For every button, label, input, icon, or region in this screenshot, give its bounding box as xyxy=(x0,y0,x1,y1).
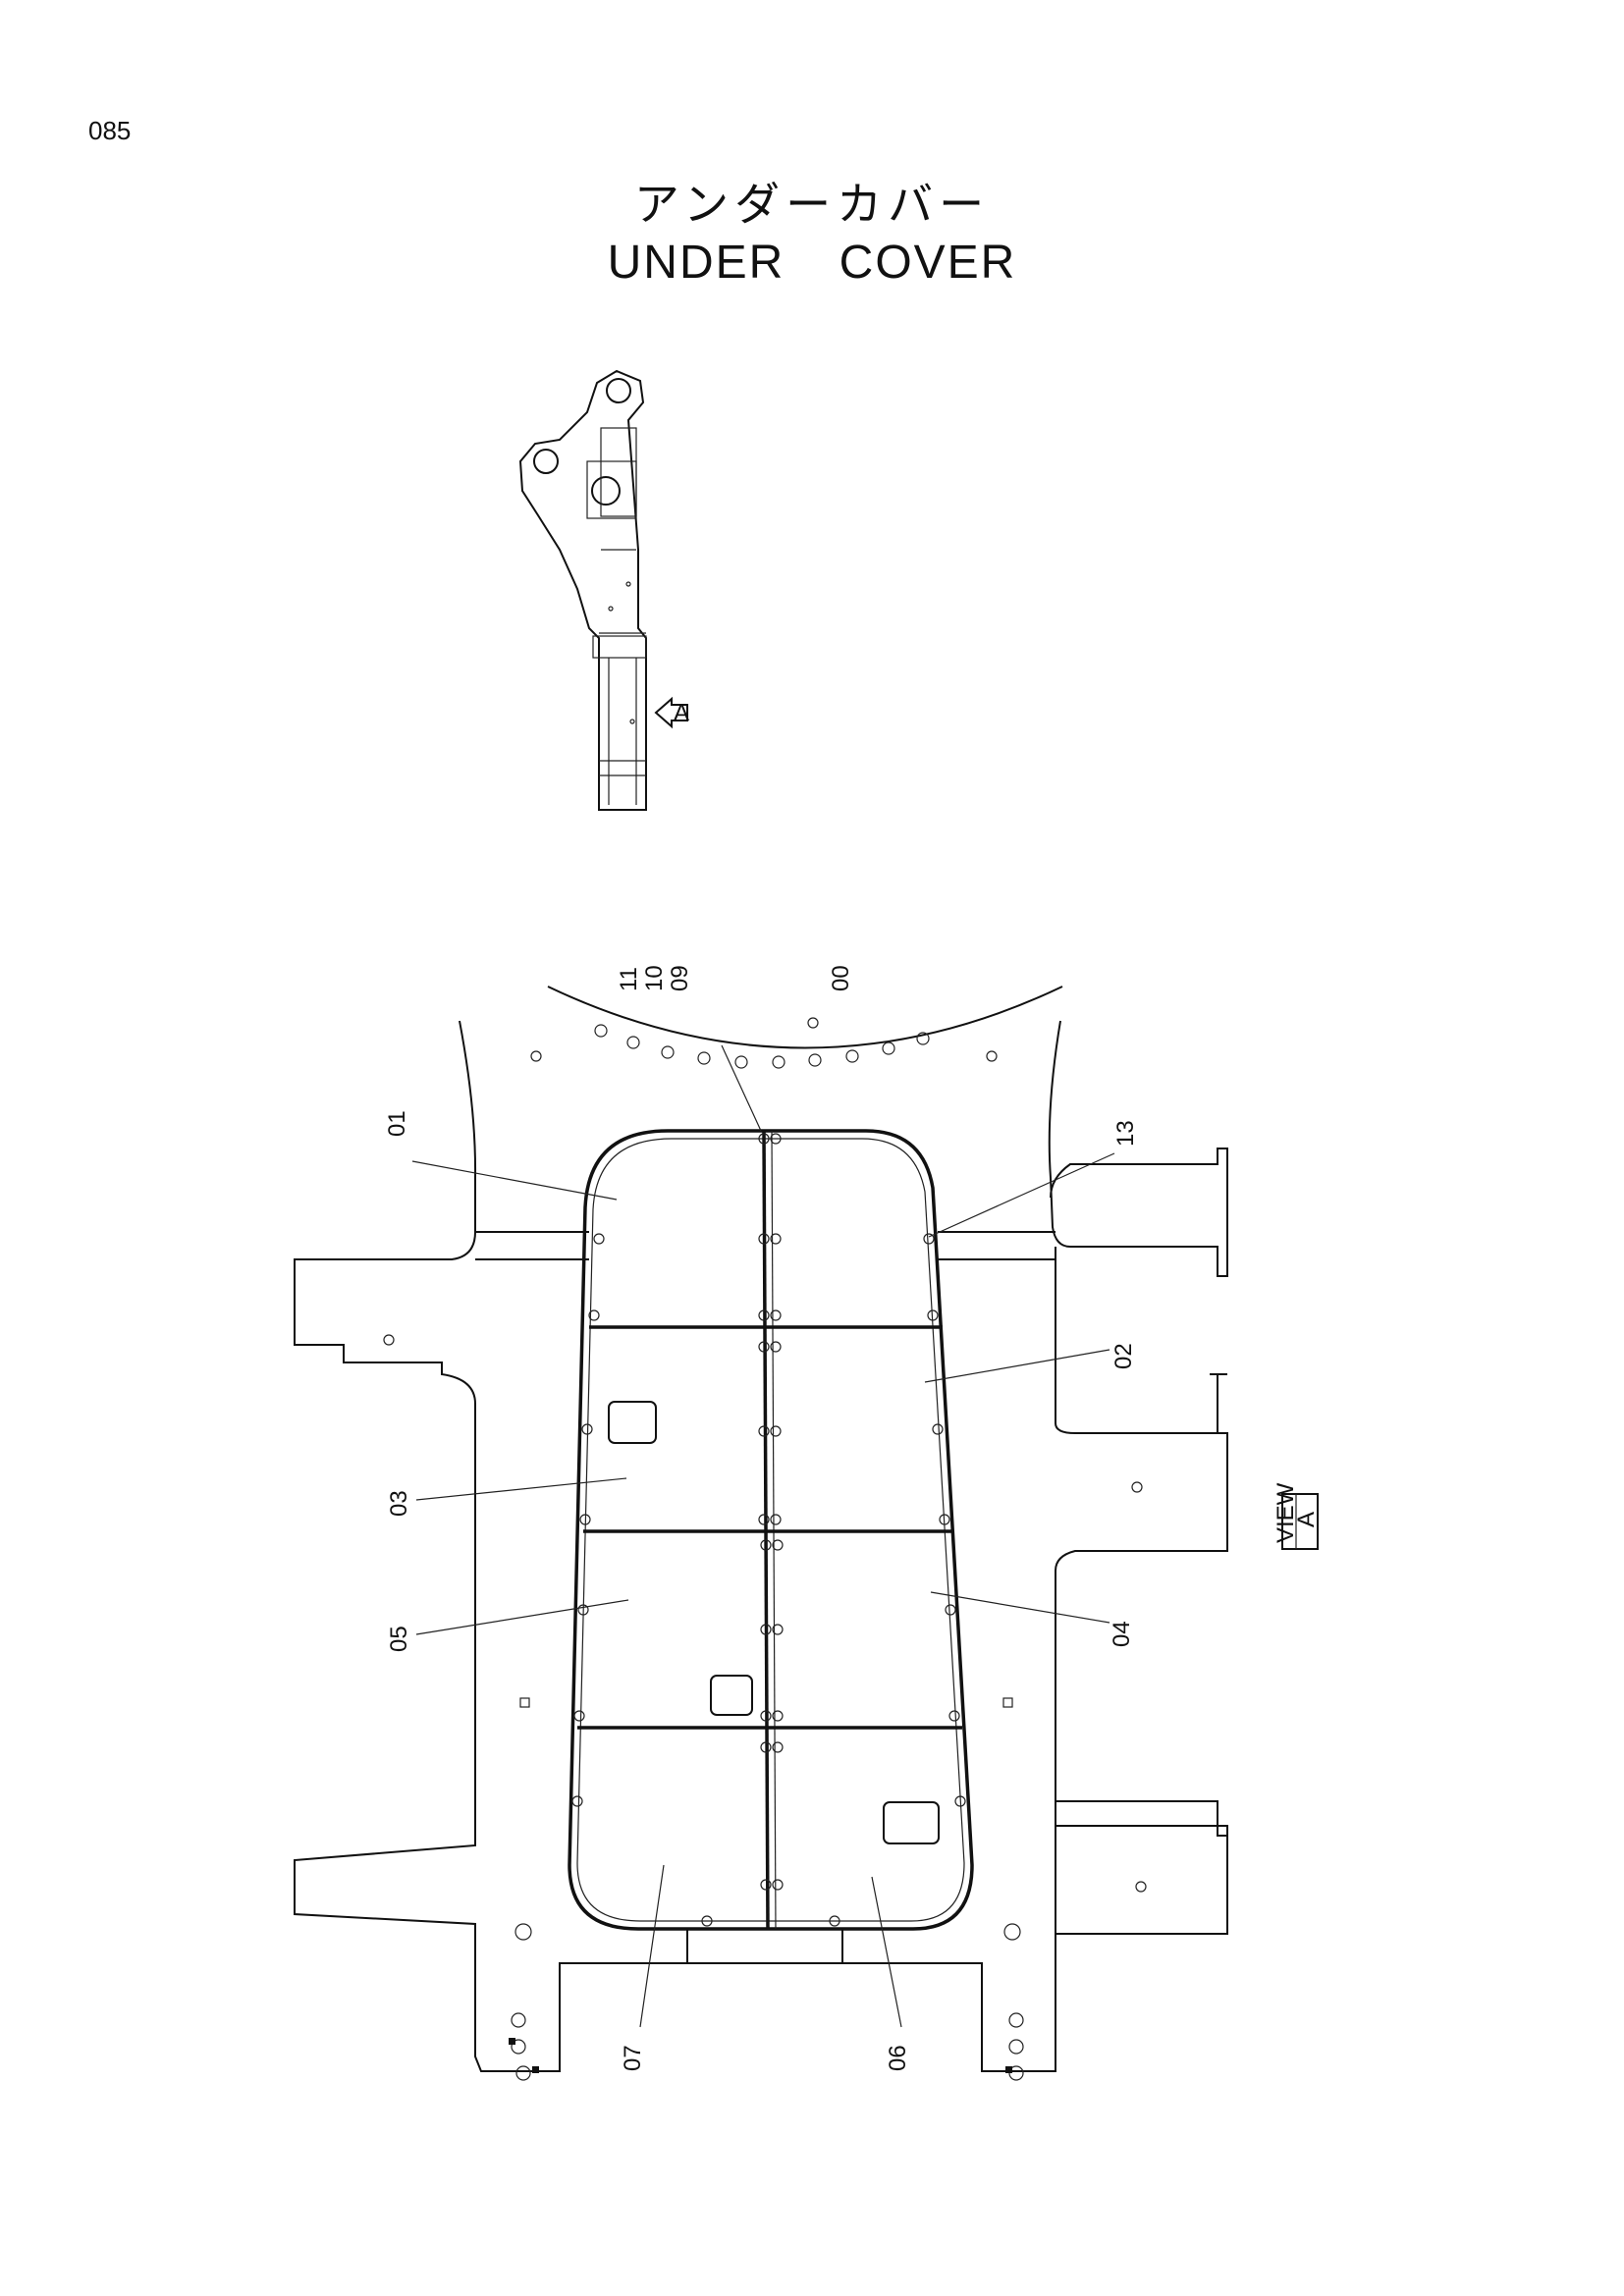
view-mark-caption: VIEW xyxy=(1272,1482,1299,1543)
label-10: 10 xyxy=(641,965,668,991)
label-09: 09 xyxy=(667,965,693,991)
title-english: UNDER COVER xyxy=(607,237,1017,289)
label-06: 06 xyxy=(885,2045,911,2071)
side-view-sketch xyxy=(518,369,647,811)
label-07: 07 xyxy=(620,2045,646,2071)
view-mark-letter: A xyxy=(1293,1512,1320,1527)
view-a-arrow: A xyxy=(654,696,689,729)
label-11: 11 xyxy=(616,967,642,991)
leader-lines xyxy=(411,1044,1115,2028)
view-arrow-letter: A xyxy=(674,700,689,726)
label-13: 13 xyxy=(1112,1120,1139,1147)
part-labels: 11 10 09 00 01 13 02 03 05 04 07 06 xyxy=(384,965,1139,2071)
bolt-holes xyxy=(594,1017,930,1069)
label-04: 04 xyxy=(1109,1621,1135,1647)
view-a-mark: A VIEW xyxy=(1272,1482,1320,1550)
label-00: 00 xyxy=(828,965,854,991)
label-05: 05 xyxy=(386,1626,412,1652)
label-03: 03 xyxy=(386,1490,412,1517)
page-number: 085 xyxy=(88,116,132,145)
main-frame xyxy=(294,986,1228,2081)
label-02: 02 xyxy=(1110,1343,1137,1369)
title-japanese: アンダーカバー xyxy=(633,178,991,231)
under-cover-panel xyxy=(568,1129,974,1931)
label-01: 01 xyxy=(384,1110,410,1137)
